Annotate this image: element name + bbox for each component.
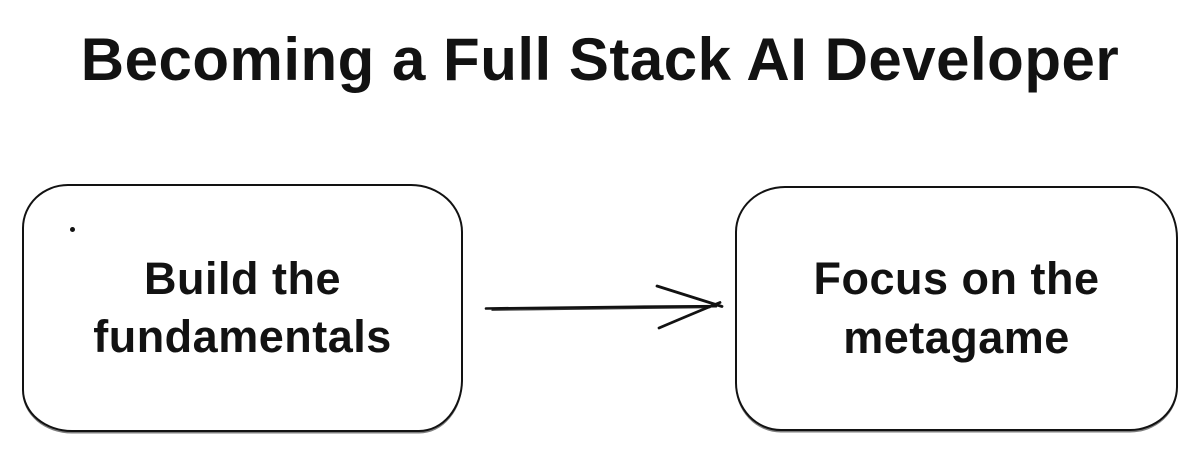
node-build-fundamentals-label: Build the fundamentals xyxy=(93,250,392,367)
node-build-fundamentals: Build the fundamentals xyxy=(22,184,463,432)
node-label-line: Build the xyxy=(144,252,341,304)
node-label-line: Focus on the xyxy=(813,253,1100,304)
arrow-head-lower-barb xyxy=(657,301,722,330)
node-label-line: fundamentals xyxy=(93,311,392,362)
node-focus-metagame: Focus on the metagame xyxy=(735,186,1178,431)
node-label-line: metagame xyxy=(843,311,1070,363)
arrow-line-overdraw xyxy=(491,306,711,311)
stray-ink-dot xyxy=(70,227,75,232)
node-focus-metagame-label: Focus on the metagame xyxy=(814,250,1100,367)
arrow-right-connector xyxy=(484,284,724,330)
arrow-head-upper-barb xyxy=(655,284,724,308)
arrow-line xyxy=(484,304,718,310)
diagram-title: Becoming a Full Stack AI Developer xyxy=(80,26,1120,93)
